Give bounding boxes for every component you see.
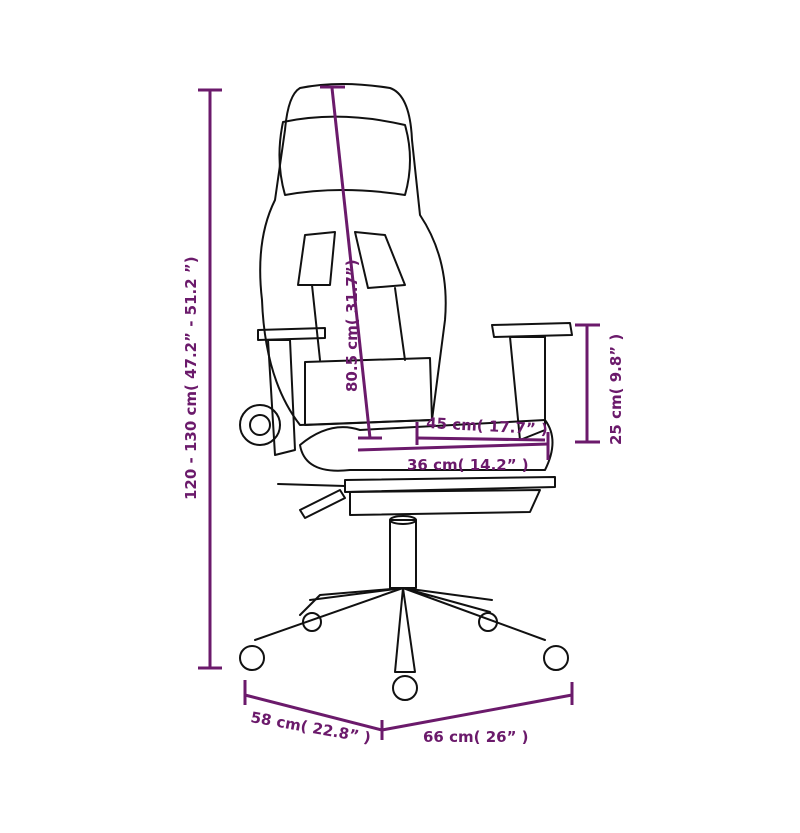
total-height-label: 120 - 130 cm( 47.2” - 51.2 ”) <box>182 256 200 500</box>
dimension-lines <box>198 85 600 740</box>
backrest-height-label: 80.5 cm( 31.7”) <box>343 259 361 392</box>
armrest-height-label: 25 cm( 9.8” ) <box>607 334 625 445</box>
base-depth-label: 58 cm( 22.8” ) <box>249 708 372 747</box>
base-width-label: 66 cm( 26” ) <box>423 728 529 746</box>
seat-depth-label: 45 cm( 17.7” ) <box>426 414 548 438</box>
seat-width-label: 36 cm( 14.2” ) <box>407 456 529 474</box>
chair-illustration <box>239 83 573 701</box>
